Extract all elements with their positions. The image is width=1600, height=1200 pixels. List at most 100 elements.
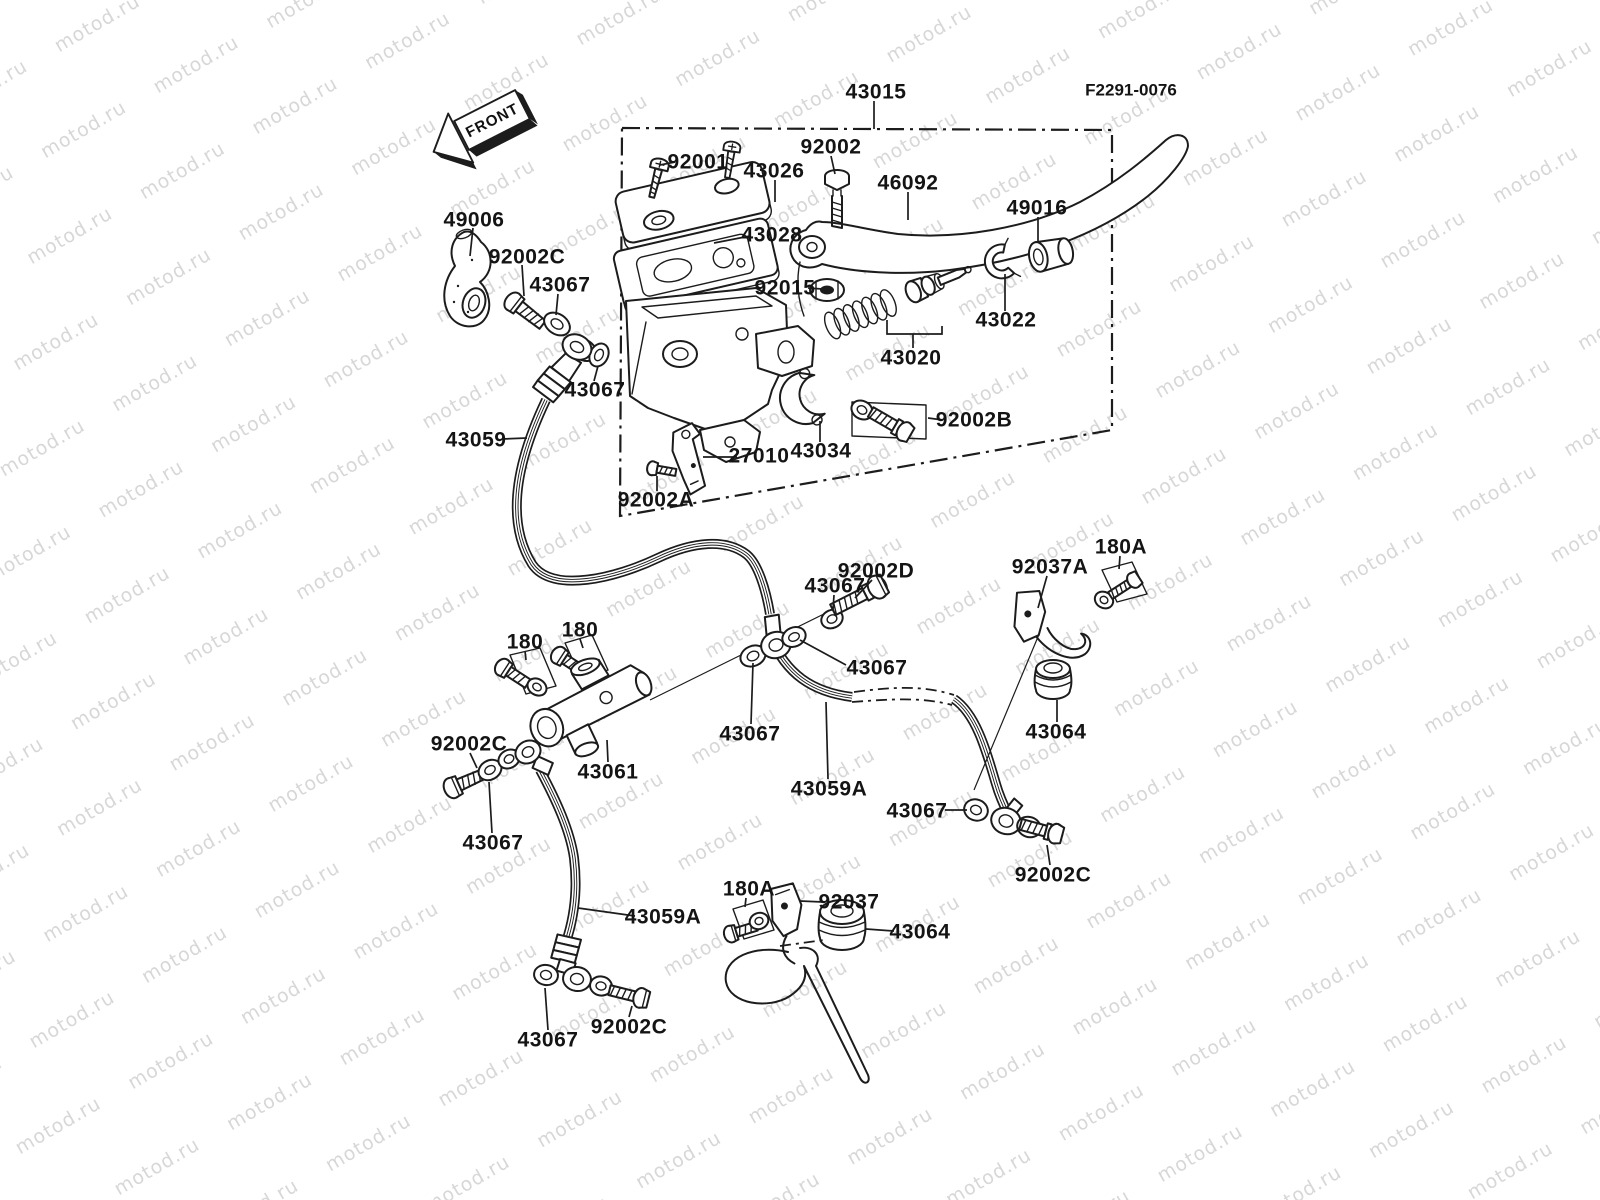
part-label-43059A: 43059A (791, 778, 868, 801)
watermark-text: motod.ru (1307, 737, 1400, 804)
watermark-text: motod.ru (80, 562, 173, 629)
watermark-text: motod.ru (882, 1, 975, 68)
leader-line (521, 264, 525, 297)
watermark-text: motod.ru (391, 579, 484, 646)
watermark-text: motod.ru (1588, 182, 1600, 249)
watermark-text: motod.ru (292, 538, 385, 605)
washer-drawing-43067 (533, 963, 559, 987)
lever-pivot-bolt-drawing (824, 169, 850, 229)
watermark-text: motod.ru (67, 668, 160, 735)
callout-box-92002b (851, 401, 927, 440)
watermark-text: motod.ru (122, 243, 215, 310)
part-label-43067: 43067 (847, 657, 908, 680)
locknut-drawing (809, 278, 845, 302)
watermark-text: motod.ru (1533, 607, 1600, 674)
part-label-92002C: 92002C (591, 1016, 668, 1039)
watermark-text: motod.ru (262, 0, 355, 33)
watermark-text: motod.ru (264, 750, 357, 817)
watermark-text: motod.ru (207, 391, 300, 458)
watermark-text: motod.ru (209, 1175, 302, 1200)
watermark-text: motod.ru (1489, 141, 1582, 208)
watermark-text: motod.ru (632, 1127, 725, 1194)
watermark-text: motod.ru (9, 308, 102, 375)
watermark-text: motod.ru (1266, 1055, 1359, 1122)
watermark-text: motod.ru (1250, 377, 1343, 444)
watermark-text: motod.ru (319, 326, 412, 393)
watermark-text: motod.ru (1404, 0, 1497, 61)
watermark-text: motod.ru (956, 1038, 1049, 1105)
watermark-text: motod.ru (1560, 395, 1600, 462)
watermark-text: motod.ru (1448, 460, 1541, 527)
watermark-text: motod.ru (0, 55, 31, 122)
part-label-43034: 43034 (791, 440, 852, 463)
watermark-text: motod.ru (673, 808, 766, 875)
watermark-text: motod.ru (420, 1151, 513, 1200)
washer-drawing-43067 (543, 311, 571, 337)
leader-line (854, 579, 873, 599)
piston-assembly-drawing (904, 265, 972, 304)
watermark-text: motod.ru (335, 1003, 428, 1070)
leader-line (865, 928, 895, 932)
leader-line (469, 227, 474, 257)
watermark-text: motod.ru (404, 473, 497, 540)
watermark-text: motod.ru (1181, 908, 1274, 975)
watermark-text: motod.ru (1365, 1096, 1458, 1163)
brake-hose-43059a-middle (770, 636, 1009, 816)
grommet-drawing-43064 (1033, 659, 1073, 700)
watermark-text: motod.ru (1209, 696, 1302, 763)
part-label-92002C: 92002C (489, 246, 566, 269)
part-label-180A: 180A (1095, 536, 1147, 559)
part-label-92002D: 92002D (838, 560, 915, 583)
watermark-text: motod.ru (1321, 631, 1414, 698)
brake-lever-drawing (789, 134, 1189, 317)
part-label-92037: 92037 (819, 891, 880, 914)
leader-line (577, 907, 636, 917)
leader-line (544, 987, 549, 1031)
part-label-92002: 92002 (801, 136, 862, 159)
watermark-text: motod.ru (1041, 1185, 1134, 1200)
part-label-43067: 43067 (463, 832, 524, 855)
washer-drawing-43067 (781, 626, 807, 648)
watermark-text: motod.ru (25, 986, 118, 1053)
part-label-27010: 27010 (729, 445, 790, 468)
leader-line (832, 594, 835, 611)
leader-line (927, 417, 944, 421)
part-label-43067: 43067 (805, 575, 866, 598)
watermark-text: motod.ru (0, 945, 20, 1012)
leader-line (606, 739, 609, 763)
watermark-text: motod.ru (1052, 295, 1145, 362)
part-label-43067: 43067 (565, 379, 626, 402)
part-label-43015: 43015 (846, 81, 907, 104)
watermark-text: motod.ru (306, 432, 399, 499)
watermark-text: motod.ru (418, 367, 511, 434)
watermark-text: motod.ru (1434, 566, 1527, 633)
watermark-text: motod.ru (1082, 867, 1175, 934)
leader-line (886, 320, 943, 335)
leader-line (799, 900, 824, 903)
watermark-text: motod.ru (1291, 59, 1384, 126)
watermark-text: motod.ru (942, 1144, 1035, 1200)
part-label-92015: 92015 (755, 277, 816, 300)
leader-line (659, 161, 676, 166)
front-direction-arrow: FRONT (432, 89, 538, 170)
assembly-axis-line (973, 631, 1041, 791)
part-label-49006: 49006 (444, 209, 505, 232)
part-label-43059: 43059 (446, 429, 507, 452)
hose-end-fitting-drawing (990, 797, 1024, 836)
watermark-text: motod.ru (1574, 288, 1600, 355)
watermark-text: motod.ru (23, 202, 116, 269)
watermark-text: motod.ru (1464, 1137, 1557, 1200)
part-label-92037A: 92037A (1012, 556, 1089, 579)
watermark-text: motod.ru (237, 962, 330, 1029)
watermark-text: motod.ru (981, 42, 1074, 109)
part-label-43064: 43064 (1026, 721, 1087, 744)
watermark-text: motod.ru (1392, 884, 1485, 951)
watermark-text: motod.ru (869, 107, 962, 174)
watermark-text: motod.ru (223, 1068, 316, 1135)
watermark-text: motod.ru (0, 1051, 6, 1118)
watermark-text: motod.ru (1363, 312, 1456, 379)
watermark-text: motod.ru (1094, 0, 1187, 43)
watermark-text: motod.ru (1420, 672, 1513, 739)
watermark-text: motod.ru (39, 880, 132, 947)
